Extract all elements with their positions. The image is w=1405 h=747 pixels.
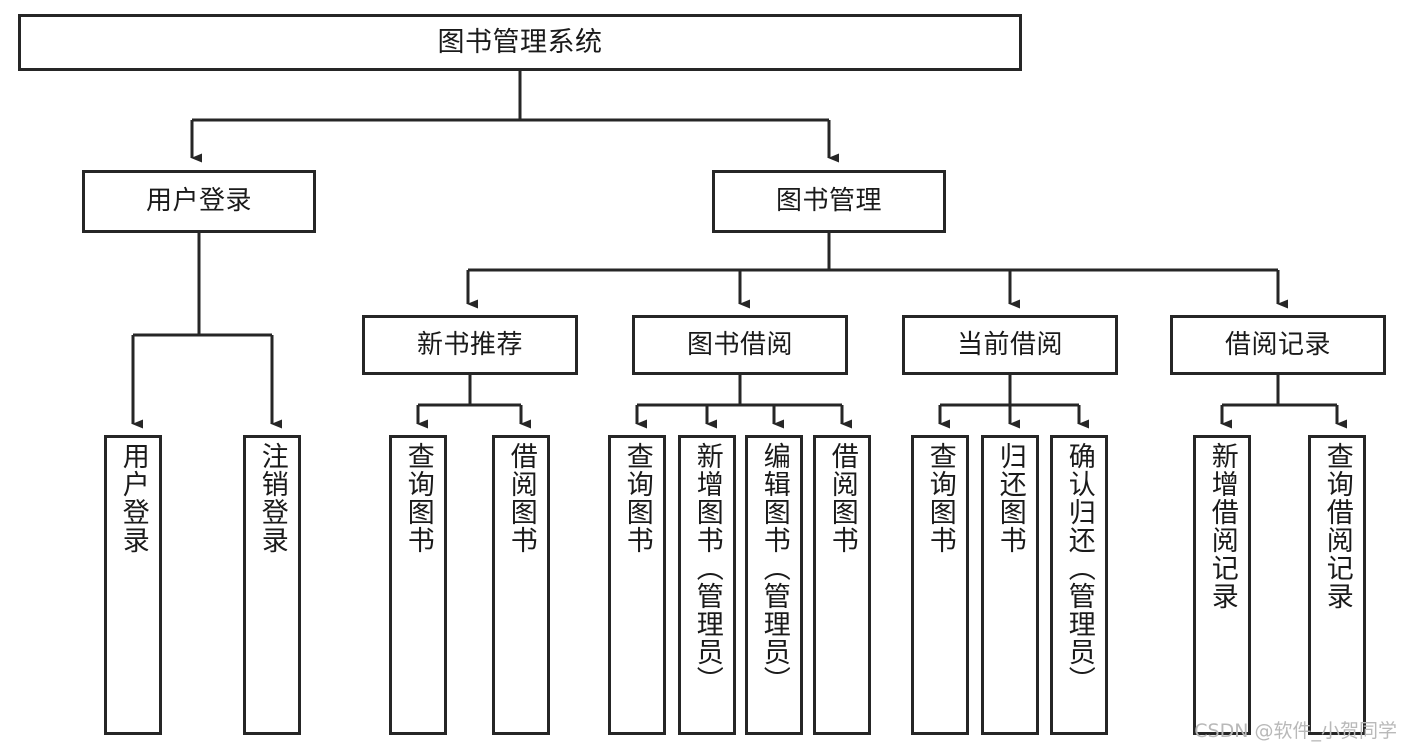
leaf-query-book-borrow[interactable]: 查询图书 [608, 435, 666, 735]
leaf-edit-book[interactable]: 编辑图书（管理员） [745, 435, 803, 735]
node-label: 当前借阅 [956, 329, 1063, 360]
node-book-borrow[interactable]: 图书借阅 [632, 315, 848, 375]
node-label: 查询图书 [924, 442, 956, 554]
node-book-management[interactable]: 图书管理 [712, 170, 946, 233]
node-label: 新增借阅记录 [1206, 442, 1238, 610]
node-label: 用户登录 [145, 186, 252, 217]
node-label: 借阅图书 [505, 442, 537, 554]
node-label: 图书管理 [775, 186, 882, 217]
node-label: 新增图书（管理员） [691, 442, 723, 694]
csdn-watermark: CSDN @软件_小贺同学 [1194, 720, 1397, 742]
node-borrow-record[interactable]: 借阅记录 [1170, 315, 1386, 375]
leaf-confirm-return[interactable]: 确认归还（管理员） [1050, 435, 1108, 735]
node-label: 查询图书 [402, 442, 434, 554]
node-user-login[interactable]: 用户登录 [82, 170, 316, 233]
leaf-add-book[interactable]: 新增图书（管理员） [678, 435, 736, 735]
leaf-query-borrow-record[interactable]: 查询借阅记录 [1308, 435, 1366, 735]
node-new-book-recommend[interactable]: 新书推荐 [362, 315, 578, 375]
leaf-logout[interactable]: 注销登录 [243, 435, 301, 735]
node-root-system[interactable]: 图书管理系统 [18, 14, 1022, 71]
leaf-return-book[interactable]: 归还图书 [981, 435, 1039, 735]
node-label: 图书管理系统 [437, 26, 603, 58]
leaf-borrow-book-recommend[interactable]: 借阅图书 [492, 435, 550, 735]
node-label: 注销登录 [256, 442, 288, 554]
node-label: 编辑图书（管理员） [758, 442, 790, 694]
leaf-add-borrow-record[interactable]: 新增借阅记录 [1193, 435, 1251, 735]
leaf-user-login[interactable]: 用户登录 [104, 435, 162, 735]
leaf-borrow-book[interactable]: 借阅图书 [813, 435, 871, 735]
node-current-borrow[interactable]: 当前借阅 [902, 315, 1118, 375]
node-label: 查询图书 [621, 442, 653, 554]
node-label: 借阅记录 [1224, 329, 1331, 360]
node-label: 查询借阅记录 [1321, 442, 1353, 610]
node-label: 图书借阅 [686, 329, 793, 360]
node-label: 新书推荐 [416, 329, 523, 360]
leaf-query-book-recommend[interactable]: 查询图书 [389, 435, 447, 735]
node-label: 借阅图书 [826, 442, 858, 554]
node-label: 确认归还（管理员） [1063, 442, 1095, 694]
leaf-query-book-current[interactable]: 查询图书 [911, 435, 969, 735]
node-label: 用户登录 [117, 442, 149, 554]
node-label: 归还图书 [994, 442, 1026, 554]
